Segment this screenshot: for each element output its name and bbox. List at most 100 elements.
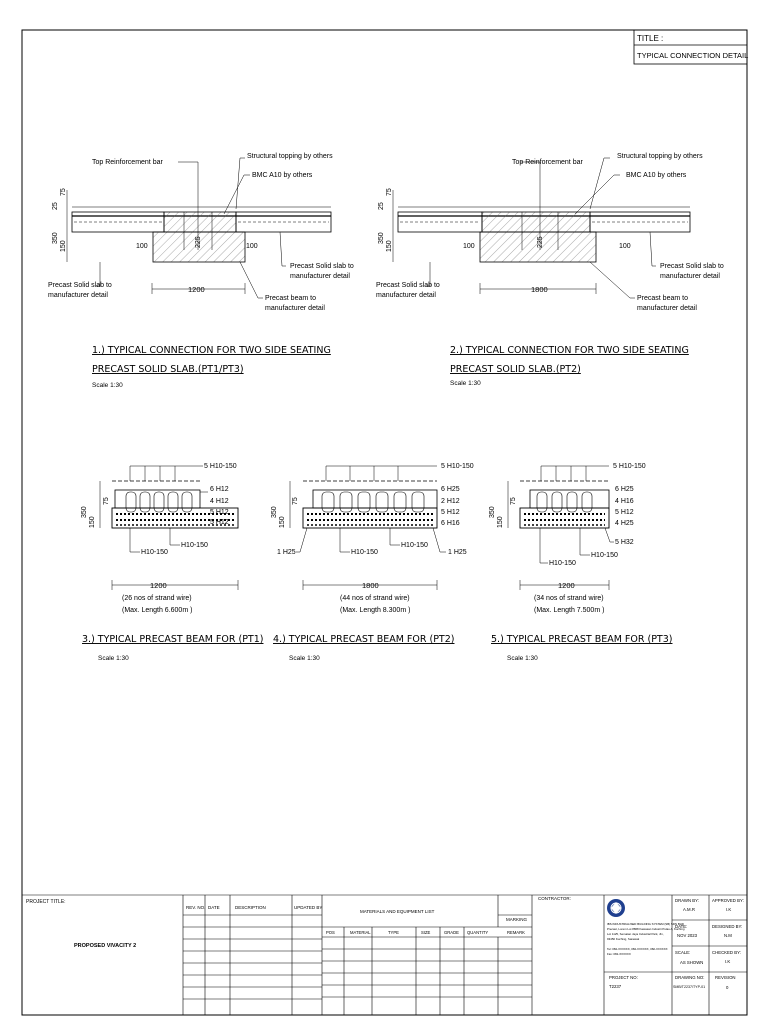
col-size: SIZE <box>421 930 431 935</box>
project-name: PROPOSED VIVACITY 2 <box>74 943 136 949</box>
dim-150-2: 150 <box>386 240 393 252</box>
detail-1-scale: Scale 1:30 <box>92 382 123 389</box>
label-top-bar-1: Top Reinforcement bar <box>92 159 163 166</box>
dim-225: 225 <box>195 236 202 248</box>
beam-3-strand: (26 nos of strand wire) <box>122 595 192 602</box>
beam-4-right-extra: 1 H25 <box>448 549 467 556</box>
beam-3-max-length: (Max. Length 6.600m ) <box>122 607 192 614</box>
label-topping-2: Structural topping by others <box>617 153 703 160</box>
materials-header: MATERIALS AND EQUIPMENT LIST <box>360 909 435 914</box>
label-beam-1b: manufacturer detail <box>265 305 325 312</box>
project-no-label: PROJECT NO: <box>609 975 638 980</box>
project-no-value: T2237 <box>609 984 622 989</box>
company-logo <box>607 899 625 917</box>
label-topping-1: Structural topping by others <box>247 153 333 160</box>
dim-100-right: 100 <box>246 243 258 250</box>
dim-25: 25 <box>52 202 59 210</box>
label-slab-right-2a: Precast Solid slab to <box>660 263 724 270</box>
dim-25-2: 25 <box>378 202 385 210</box>
detail-1-title-line1: 1.) TYPICAL CONNECTION FOR TWO SIDE SEAT… <box>92 345 331 356</box>
col-remark: REMARK <box>507 930 525 935</box>
marking-header: MARKING <box>506 917 528 922</box>
beam-5-d75: 75 <box>510 497 517 505</box>
title-box-value: TYPICAL CONNECTION DETAIL <box>637 51 748 60</box>
contractor-label: CONTRACTOR: <box>538 896 571 901</box>
drawing-no-label: DRAWING NO: <box>675 975 704 980</box>
beam-3-scale: Scale 1:30 <box>98 655 129 662</box>
beam-3-link-a: H10-150 <box>141 549 168 556</box>
beam-5-strand: (34 nos of strand wire) <box>534 595 604 602</box>
dim-width-1: 1200 <box>188 285 205 294</box>
label-beam-2b: manufacturer detail <box>637 305 697 312</box>
description-header: DESCRIPTION <box>235 905 266 910</box>
beam-3-r1: 6 H12 <box>210 486 229 493</box>
company-line-7: Fax: 082-XXXXXX <box>607 952 631 956</box>
beam-3-d75: 75 <box>103 497 110 505</box>
beam-4-max-length: (Max. Length 8.300m ) <box>340 607 410 614</box>
beam-4-width: 1800 <box>362 581 379 590</box>
label-slab-left-2a: Precast Solid slab to <box>376 282 440 289</box>
beam-4-d75: 75 <box>292 497 299 505</box>
beam-5-d350: 350 <box>489 506 496 518</box>
dim-100-left: 100 <box>136 243 148 250</box>
beam-5-d150: 150 <box>497 516 504 528</box>
company-line-6: Tel: 082-XXXXXX, 082-XXXXXX, 082-XXXXXX <box>607 947 668 951</box>
beam-4-top: 5 H10-150 <box>441 463 474 470</box>
connection-detail-1: 75 25 350 150 225 100 100 1200 Top Reinf… <box>48 153 354 389</box>
beam-4-title: 4.) TYPICAL PRECAST BEAM FOR (PT2) <box>273 634 454 645</box>
beam-3-link-b: H10-150 <box>181 542 208 549</box>
company-line-4: 93450 Kuching, Sarawak <box>607 937 640 941</box>
label-beam-2a: Precast beam to <box>637 295 688 302</box>
checked-by-label: CHECKED BY: <box>712 950 741 955</box>
dim-width-2: 1800 <box>531 285 548 294</box>
beam-4-scale: Scale 1:30 <box>289 655 320 662</box>
sheet-border <box>21 29 748 1016</box>
title-box: TITLE : TYPICAL CONNECTION DETAIL <box>633 29 748 65</box>
beam-3-r2: 4 H12 <box>210 498 229 505</box>
label-slab-left-2b: manufacturer detail <box>376 292 436 299</box>
beam-5-scale: Scale 1:30 <box>507 655 538 662</box>
dim-75: 75 <box>60 188 67 196</box>
designed-by-value: N.M <box>724 933 732 938</box>
col-material: MATERIAL <box>350 930 371 935</box>
beam-3-r4: 5 H12 <box>210 519 229 526</box>
beam-3-d350: 350 <box>81 506 88 518</box>
label-slab-right-1a: Precast Solid slab to <box>290 263 354 270</box>
beam-4-d350: 350 <box>271 506 278 518</box>
beam-5-right-extra: 5 H32 <box>615 539 634 546</box>
label-beam-1a: Precast beam to <box>265 295 316 302</box>
title-box-label: TITLE : <box>637 34 663 43</box>
updated-by-header: UPDATED BY <box>294 905 322 910</box>
label-slab-right-1b: manufacturer detail <box>290 273 350 280</box>
checked-by-value: I.K <box>725 959 730 964</box>
beam-5-r3: 5 H12 <box>615 509 634 516</box>
beam-section-pt2: 5 H10-150 6 H25 2 H12 5 H12 6 H16 1 H25 … <box>271 463 474 662</box>
drawn-by-value: A.M.R <box>683 907 695 912</box>
beam-5-link-b: H10-150 <box>591 552 618 559</box>
beam-3-r3: 5 H12 <box>210 509 229 516</box>
beam-4-left-extra: 1 H25 <box>277 549 296 556</box>
revision-value: 0 <box>726 985 729 990</box>
beam-5-r2: 4 H16 <box>615 498 634 505</box>
label-slab-left-1b: manufacturer detail <box>48 292 108 299</box>
project-title-label: PROJECT TITLE: <box>26 899 66 905</box>
beam-4-strand: (44 nos of strand wire) <box>340 595 410 602</box>
dim-350-2: 350 <box>378 232 385 244</box>
beam-3-width: 1200 <box>150 581 167 590</box>
title-block-text: PROJECT TITLE: PROPOSED VIVACITY 2 REV. … <box>26 896 744 990</box>
beam-section-pt1: 5 H10-150 6 H12 4 H12 5 H12 5 H12 H10-15… <box>81 463 263 662</box>
detail-2-scale: Scale 1:30 <box>450 380 481 387</box>
beam-4-r1: 6 H25 <box>441 486 460 493</box>
rev-no-header: REV. NO. <box>186 905 205 910</box>
dim-75-2: 75 <box>386 188 393 196</box>
beam-3-d150: 150 <box>89 516 96 528</box>
detail-2-title-line2: PRECAST SOLID SLAB.(PT2) <box>450 364 581 375</box>
dim-150: 150 <box>60 240 67 252</box>
approved-by-value: I.K <box>726 907 731 912</box>
drawing-no-value: SMB/T2237/TYP-01 <box>673 985 705 989</box>
beam-4-r2: 2 H12 <box>441 498 460 505</box>
date-value: NOV 2023 <box>677 933 698 938</box>
beam-4-d150: 150 <box>279 516 286 528</box>
dim-100-left-2: 100 <box>463 243 475 250</box>
